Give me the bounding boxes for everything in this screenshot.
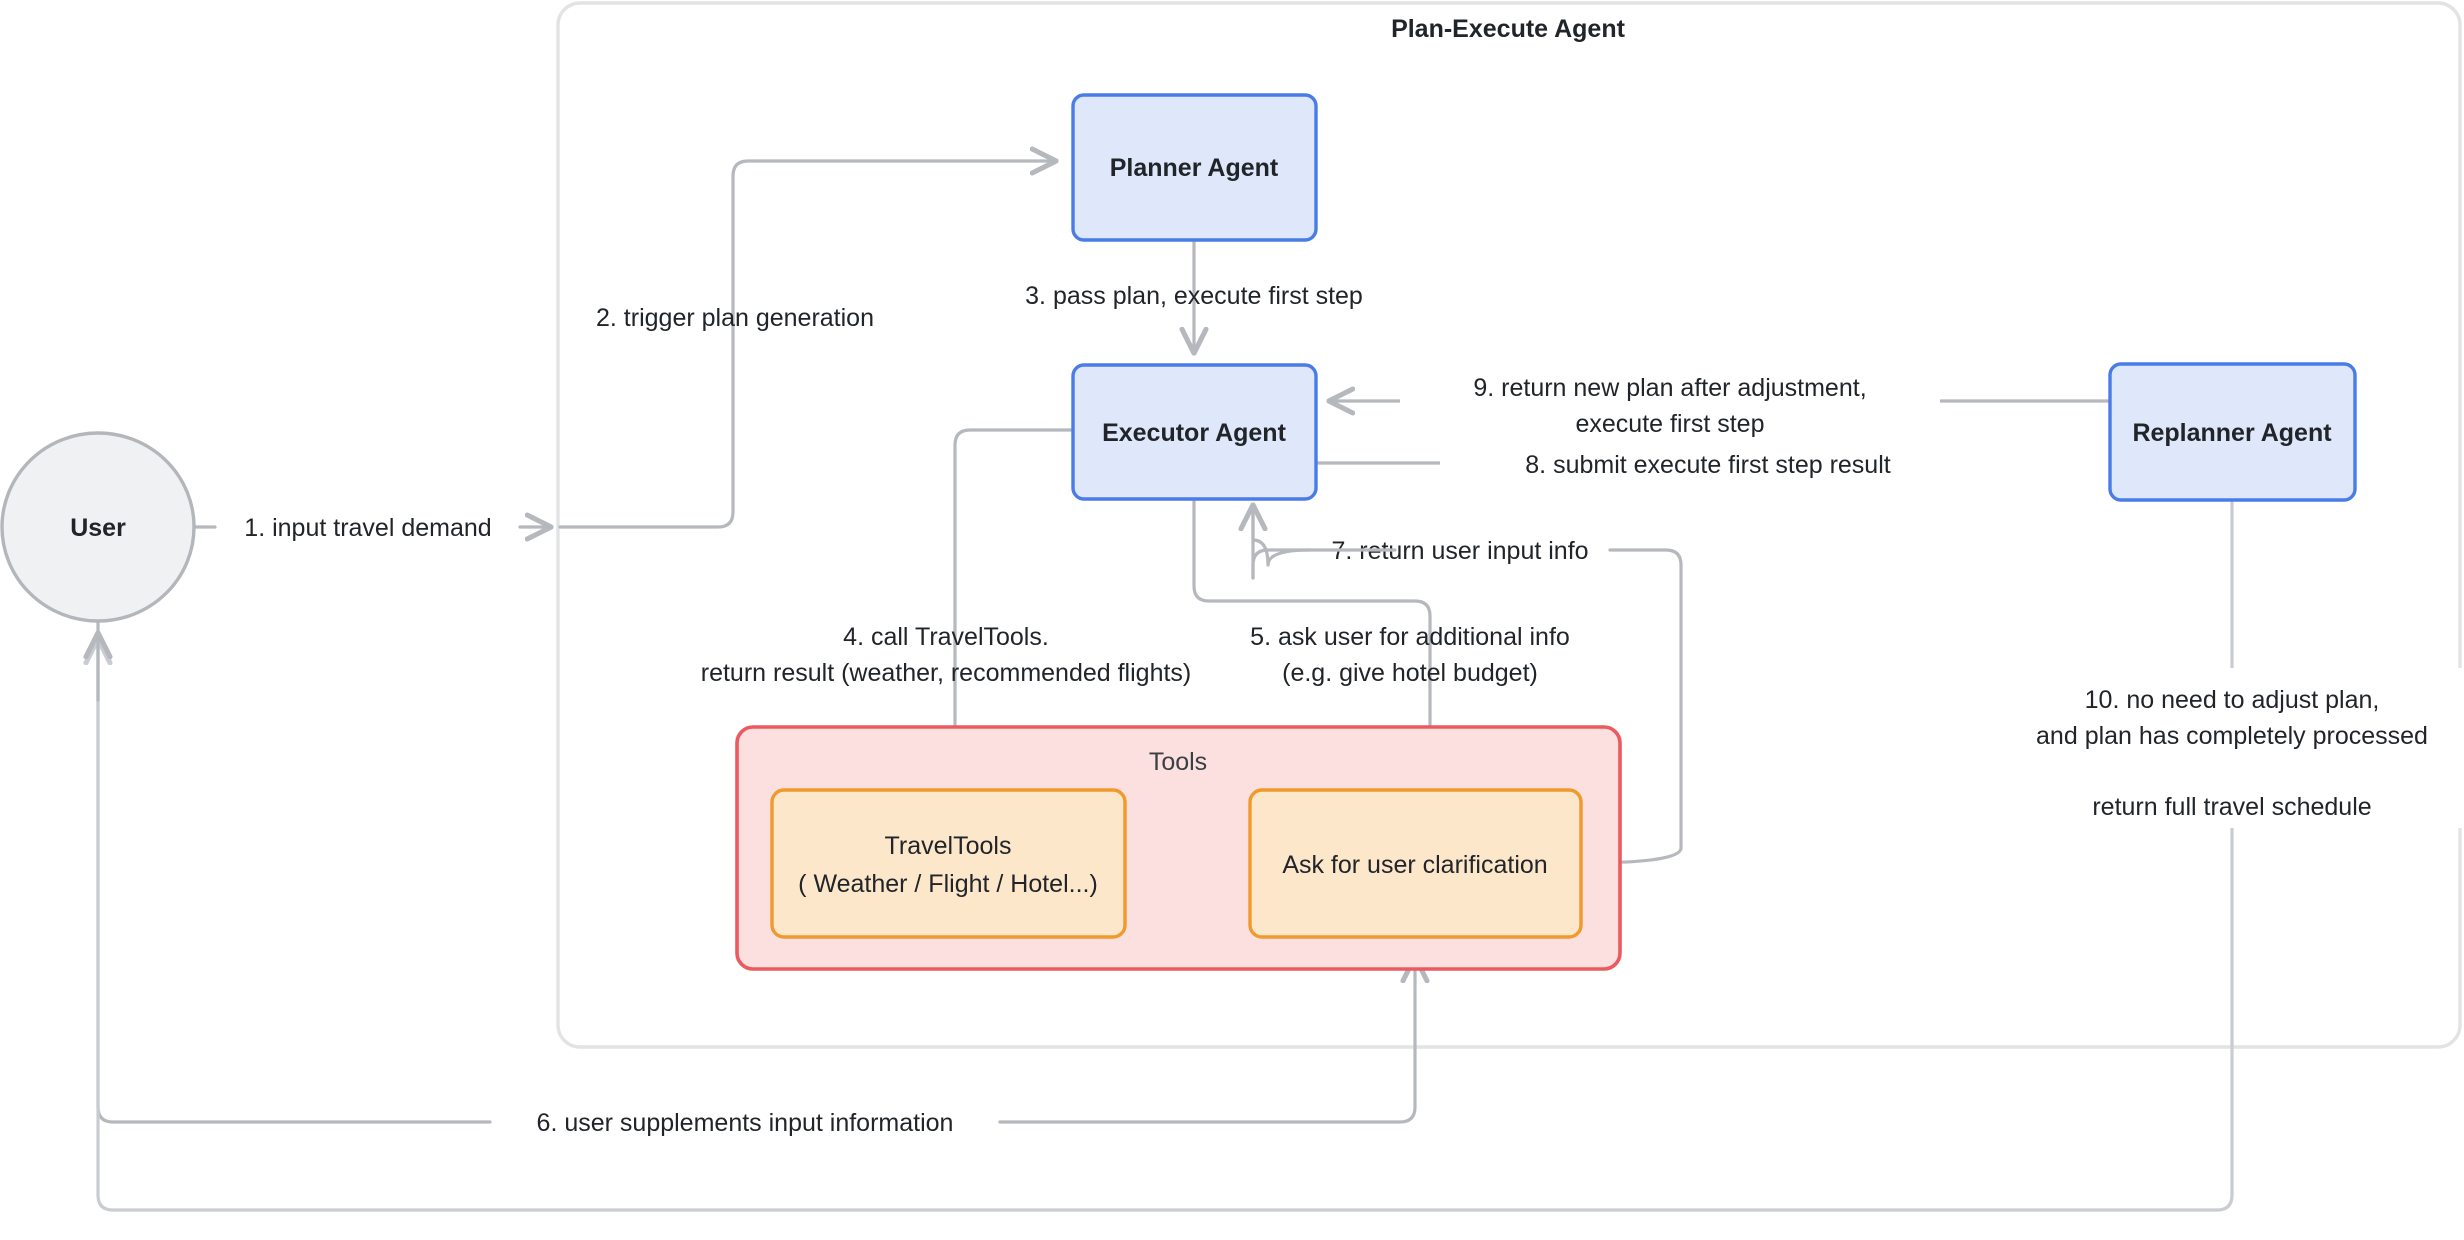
edge-9-label-line2: execute first step xyxy=(1576,410,1765,438)
edge-9-label-bg xyxy=(1400,366,1940,440)
edge-6-path-right xyxy=(998,958,1415,1124)
node-user[interactable]: User xyxy=(0,431,196,623)
edge-7-connector xyxy=(1251,548,1397,580)
edge-10-label-line2: and plan has completely processed xyxy=(2036,722,2428,750)
edge-arrowheads-overlay xyxy=(98,506,1397,702)
edge-3-label: 3. pass plan, execute first step xyxy=(1025,282,1363,310)
edge-7-path-mid xyxy=(1251,508,1312,567)
travel-tools-label-line2: ( Weather / Flight / Hotel...) xyxy=(798,870,1098,898)
user-label: User xyxy=(70,514,126,542)
edge-4-call-traveltools: 4. call TravelTools. return result (weat… xyxy=(701,428,1192,778)
edge-10-label-bg xyxy=(1990,668,2464,828)
node-travel-tools[interactable]: TravelTools ( Weather / Flight / Hotel..… xyxy=(770,788,1127,939)
edge-10-path xyxy=(98,499,2234,1212)
replanner-agent-label: Replanner Agent xyxy=(2132,419,2332,447)
plan-execute-agent-title: Plan-Execute Agent xyxy=(1391,15,1626,43)
edge-6-label: 6. user supplements input information xyxy=(537,1109,954,1137)
ask-clarification-box[interactable] xyxy=(1248,788,1583,939)
edge-5-label-line2: (e.g. give hotel budget) xyxy=(1282,659,1538,687)
edge-4-label-line2: return result (weather, recommended flig… xyxy=(701,659,1192,687)
edge-7-path-right xyxy=(1579,548,1683,865)
plan-execute-agent-border xyxy=(556,1,2462,1049)
travel-tools-box[interactable] xyxy=(770,788,1127,939)
node-planner-agent[interactable]: Planner Agent xyxy=(1071,93,1318,242)
edge-9-label-line1: 9. return new plan after adjustment, xyxy=(1473,374,1866,402)
edge-10-no-need-adjust-plan: 10. no need to adjust plan, and plan has… xyxy=(98,499,2464,1212)
executor-agent-label: Executor Agent xyxy=(1102,419,1287,447)
node-ask-clarification[interactable]: Ask for user clarification xyxy=(1248,788,1583,939)
edge-1-label: 1. input travel demand xyxy=(244,514,491,542)
edge-10-label-line1: 10. no need to adjust plan, xyxy=(2085,686,2380,714)
user-ellipse[interactable] xyxy=(0,431,196,623)
edge-4-path xyxy=(955,428,1075,778)
executor-agent-box[interactable] xyxy=(1071,363,1318,501)
node-replanner-agent[interactable]: Replanner Agent xyxy=(2108,362,2357,502)
edge-8-label: 8. submit execute first step result xyxy=(1525,451,1890,479)
edge-5-path xyxy=(1192,497,1430,778)
edge-10-label-line3: return full travel schedule xyxy=(2092,793,2371,821)
planner-agent-label: Planner Agent xyxy=(1110,154,1279,182)
edge-2-trigger-plan-generation: 2. trigger plan generation xyxy=(558,161,1055,529)
edge-5-ask-user-additional-info: 5. ask user for additional info (e.g. gi… xyxy=(1192,497,1570,778)
plan-execute-agent-group: Plan-Execute Agent xyxy=(556,1,2462,1049)
travel-tools-label-line1: TravelTools xyxy=(885,832,1012,860)
edge-5-label-line1: 5. ask user for additional info xyxy=(1250,623,1570,651)
tools-group: Tools TravelTools ( Weather / Flight / H… xyxy=(735,725,1622,971)
edge-2-label: 2. trigger plan generation xyxy=(596,304,874,332)
edge-2-path xyxy=(558,161,1055,529)
planner-agent-box[interactable] xyxy=(1071,93,1318,242)
edge-9-return-new-plan: 9. return new plan after adjustment, exe… xyxy=(1330,366,2110,440)
edge-1-input-travel-demand: 1. input travel demand xyxy=(164,514,550,542)
edge-4-label-line1: 4. call TravelTools. xyxy=(843,623,1049,651)
edge-3-pass-plan: 3. pass plan, execute first step xyxy=(1025,239,1363,352)
node-executor-agent[interactable]: Executor Agent xyxy=(1071,363,1318,501)
tools-group-label: Tools xyxy=(1149,748,1207,776)
ask-clarification-label: Ask for user clarification xyxy=(1282,851,1547,879)
edge-6-path-left xyxy=(96,611,492,1124)
replanner-agent-box[interactable] xyxy=(2108,362,2357,502)
